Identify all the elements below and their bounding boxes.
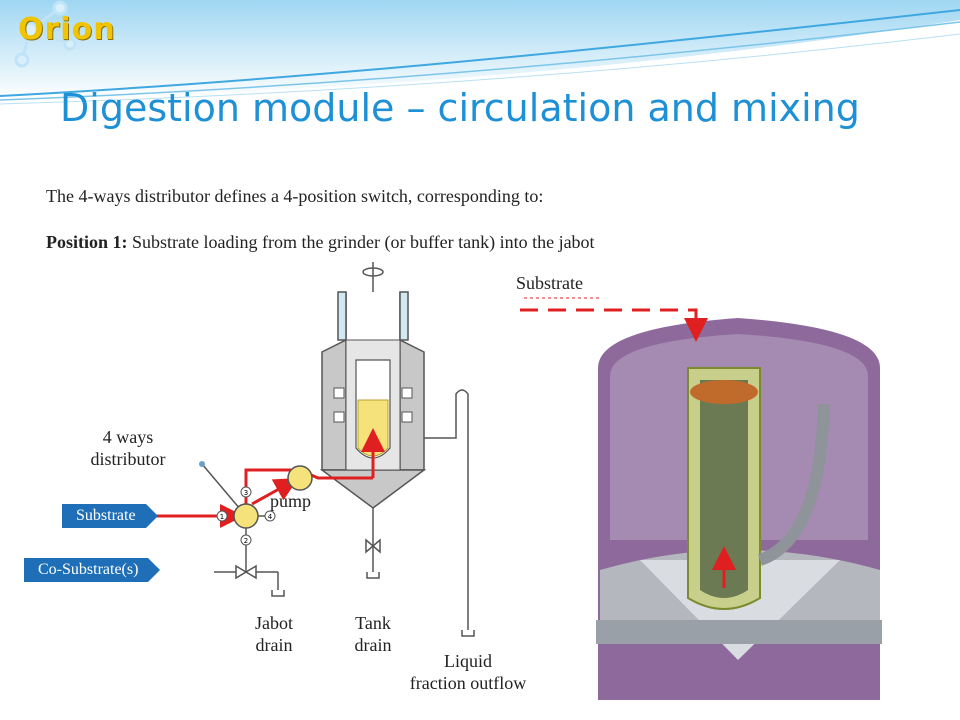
liquid-outflow-line1: Liquid xyxy=(444,651,492,671)
tank-drain xyxy=(365,508,381,579)
port-number-3: 3 xyxy=(244,489,248,497)
cosubstrate-valve xyxy=(214,564,285,597)
liquid-outflow-label: Liquid fraction outflow xyxy=(380,650,556,694)
orion-logo: Orion xyxy=(18,12,116,47)
tank-drain-line1: Tank xyxy=(355,613,391,633)
liquid-outflow-line2: fraction outflow xyxy=(409,673,527,693)
jabot-drain-label: Jabot drain xyxy=(244,612,304,656)
reactor-shaft xyxy=(337,291,409,341)
port-number-1: 1 xyxy=(220,513,224,521)
jabot-vessel xyxy=(355,359,391,478)
port-number-2: 2 xyxy=(244,537,248,545)
distributor-label-line2: distributor xyxy=(90,449,166,469)
tank-drain-label: Tank drain xyxy=(340,612,406,656)
molecule-icon xyxy=(14,0,77,68)
pump-label: pump xyxy=(270,491,312,511)
position-description: Substrate loading from the grinder (or b… xyxy=(127,232,595,252)
jabot-drain-line2: drain xyxy=(255,635,293,655)
substrate-tag: Substrate xyxy=(62,504,158,528)
intro-text: The 4-ways distributor defines a 4-posit… xyxy=(46,186,544,206)
rotation-icon xyxy=(362,262,384,292)
jabot-drain-line1: Jabot xyxy=(255,613,293,633)
page-title: Digestion module – circulation and mixin… xyxy=(60,86,860,130)
substrate-inflow-arrow xyxy=(520,297,708,342)
liquid-outflow-pipe xyxy=(424,389,475,637)
position-label: Position 1: xyxy=(46,232,128,252)
cosubstrate-tag: Co-Substrate(s) xyxy=(24,558,161,582)
distributor-label-line1: 4 ways xyxy=(102,427,154,447)
distributor-label: 4 ways distributor xyxy=(66,426,190,470)
distributor-icon: 1 2 3 4 xyxy=(199,461,276,572)
reactor-3d-view xyxy=(596,318,882,700)
port-number-4: 4 xyxy=(268,513,273,521)
pump-icon xyxy=(287,465,313,491)
tank-drain-line2: drain xyxy=(354,635,392,655)
position-text: Position 1: Substrate loading from the g… xyxy=(46,232,595,253)
substrate-top-label: Substrate xyxy=(516,273,583,293)
header-band xyxy=(0,0,960,105)
